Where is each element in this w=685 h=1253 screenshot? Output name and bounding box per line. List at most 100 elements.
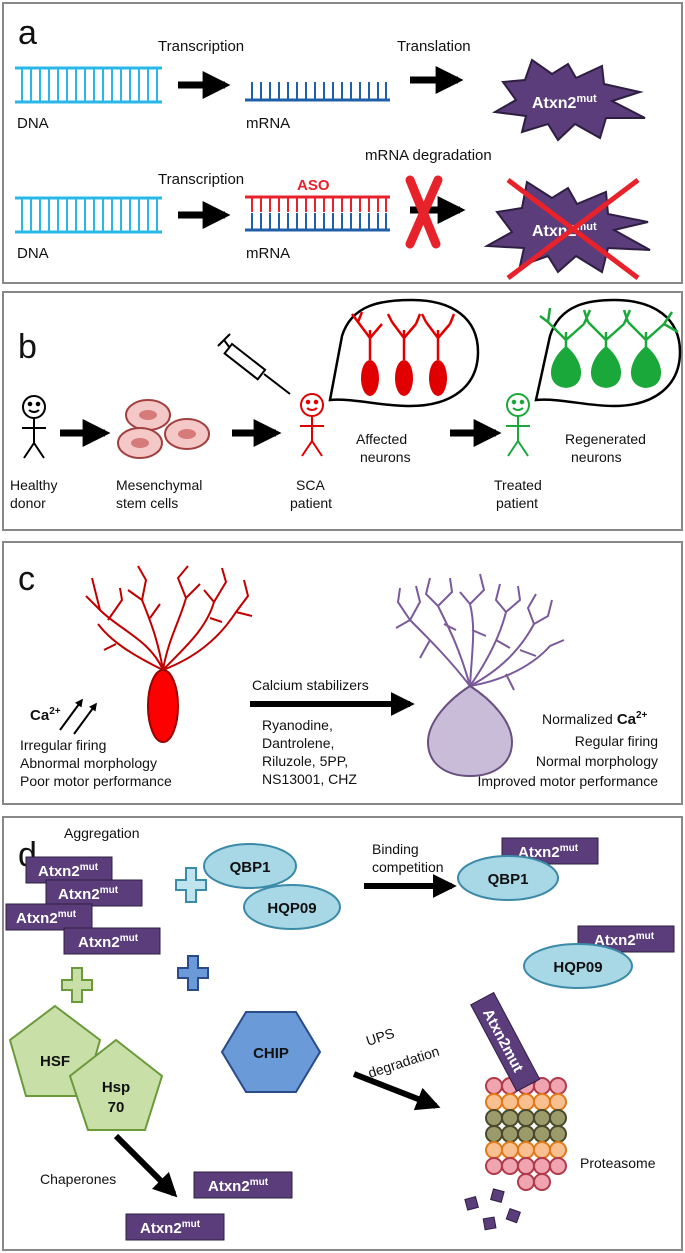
label-hsp-1: Hsp (102, 1079, 130, 1096)
sca-patient-figure (300, 393, 324, 457)
treated-patient-figure (506, 393, 530, 457)
svg-text:Atxn2mut: Atxn2mut (58, 885, 119, 903)
label-msc-1: Mesenchymal (116, 477, 202, 493)
hsp70-pentagon (68, 1038, 164, 1131)
svg-text:Atxn2mut: Atxn2mut (16, 909, 77, 927)
svg-text:Atxn2mut: Atxn2mut (140, 1219, 201, 1237)
label-normal-morph: Normal morphology (536, 753, 658, 769)
dna-strand-1 (15, 66, 162, 104)
label-abnormal: Abnormal morphology (20, 755, 157, 771)
proteasome-tagged-protein: Atxn2mut (470, 991, 541, 1092)
label-transcription-1: Transcription (158, 38, 244, 55)
panel-d: d Aggregation Atxn2mut Atxn2mut Atxn2mut… (2, 816, 683, 1251)
label-hsf: HSF (40, 1053, 70, 1070)
label-aso: ASO (297, 177, 330, 194)
svg-text:QBP1: QBP1 (488, 871, 529, 888)
aso-mrna-duplex (245, 195, 390, 232)
label-hqp09: HQP09 (267, 900, 316, 917)
label-healthy-2: donor (10, 495, 46, 511)
released-protein-2: Atxn2mut (125, 1213, 225, 1241)
label-aggregation: Aggregation (64, 825, 140, 841)
panel-a: a Transcription Translation DNA mRNA Atx… (2, 2, 683, 284)
label-treated-2: patient (496, 495, 538, 511)
blocked-cross-icon (405, 175, 443, 249)
label-improved: Improved motor performance (477, 773, 658, 789)
plus-icon-green (61, 967, 93, 1003)
label-dna-1: DNA (17, 115, 49, 132)
panel-a-letter: a (18, 14, 37, 52)
hqp09-oval (243, 884, 341, 930)
label-affected-2: neurons (360, 449, 411, 465)
svg-text:Atxn2mut: Atxn2mut (594, 931, 655, 949)
panel-b: b Healthy donor Mesenchymal stem cells (2, 291, 683, 531)
label-degradation: mRNA degradation (365, 147, 492, 164)
stem-cells-icon (117, 399, 210, 459)
proteasome (485, 1077, 567, 1191)
label-ups-2: degradation (366, 1043, 441, 1081)
svg-text:Atxn2mut: Atxn2mut (78, 933, 139, 951)
bound-complex-1: Atxn2mut QBP1 (457, 837, 599, 901)
plus-icon-blue-1 (175, 867, 207, 903)
label-calcium-stabilizers: Calcium stabilizers (252, 677, 369, 693)
label-regular: Regular firing (575, 733, 658, 749)
healthy-donor-figure (22, 395, 46, 459)
label-ca-left: Ca2+ (30, 706, 61, 724)
normal-soma (426, 684, 514, 778)
label-msc-2: stem cells (116, 495, 178, 511)
affected-neurons-bubble (328, 298, 480, 408)
label-transcription-2: Transcription (158, 171, 244, 188)
arrow-d3 (113, 1133, 178, 1198)
label-drug-4: NS13001, CHZ (262, 771, 357, 787)
syringe-icon (217, 333, 291, 395)
up-arrows-icon (59, 698, 97, 735)
chip-hexagon (220, 1011, 322, 1093)
label-chaperones: Chaperones (40, 1171, 116, 1187)
label-translation: Translation (397, 38, 471, 55)
label-drug-1: Ryanodine, (262, 717, 333, 733)
label-healthy-1: Healthy (10, 477, 57, 493)
purkinje-neuron-normal (395, 573, 565, 691)
panel-b-letter: b (18, 328, 37, 366)
label-irregular: Irregular firing (20, 737, 106, 753)
purkinje-neuron-abnormal (85, 565, 253, 671)
label-proteasome: Proteasome (580, 1155, 656, 1171)
label-qbp1: QBP1 (230, 859, 271, 876)
arrow-d2 (352, 1071, 441, 1111)
label-drug-2: Dantrolene, (262, 735, 334, 751)
abnormal-soma (147, 669, 179, 743)
label-sca-1: SCA (296, 477, 325, 493)
label-regen-2: neurons (571, 449, 622, 465)
label-chip: CHIP (253, 1045, 289, 1062)
qbp1-oval (203, 843, 297, 889)
panel-c: c Ca2+ Irregular firing Abnormal morphol… (2, 541, 683, 805)
label-sca-2: patient (290, 495, 332, 511)
label-dna-2: DNA (17, 245, 49, 262)
svg-text:Atxn2mut: Atxn2mut (518, 843, 579, 861)
label-poor: Poor motor performance (20, 773, 172, 789)
mrna-strand-1 (245, 82, 390, 102)
svg-text:Atxn2mut: Atxn2mut (38, 862, 99, 880)
label-ups-1: UPS (364, 1025, 396, 1049)
dna-strand-2 (15, 196, 162, 234)
label-drug-3: Riluzole, 5PP, (262, 753, 348, 769)
label-affected-1: Affected (356, 431, 407, 447)
protein-aggregate: Atxn2mut Atxn2mut Atxn2mut Atxn2mut (5, 856, 161, 955)
label-hsp-2: 70 (108, 1099, 125, 1116)
panel-c-letter: c (18, 560, 35, 598)
svg-text:HQP09: HQP09 (553, 959, 602, 976)
protein-star-1 (491, 58, 646, 142)
label-mrna-2: mRNA (246, 245, 290, 262)
protein-label-1: Atxn2mut (532, 93, 597, 112)
label-treated-1: Treated (494, 477, 542, 493)
released-protein-1: Atxn2mut (193, 1171, 293, 1199)
label-binding-1: Binding (372, 841, 419, 857)
label-regen-1: Regenerated (565, 431, 646, 447)
plus-icon-blue-2 (177, 955, 209, 991)
label-mrna-1: mRNA (246, 115, 290, 132)
peptide-fragments (464, 1188, 521, 1231)
degraded-cross-icon (506, 178, 640, 280)
label-binding-2: competition (372, 859, 444, 875)
bound-complex-2: Atxn2mut HQP09 (523, 925, 675, 989)
regenerated-neurons-bubble (534, 298, 682, 408)
